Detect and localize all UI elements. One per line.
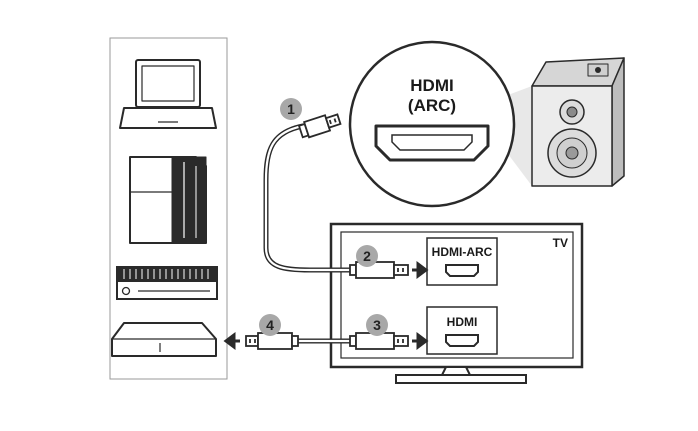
arrow-to-set-top-box <box>223 332 240 350</box>
svg-text:2: 2 <box>363 248 371 264</box>
tv-port-hdmi-arc: HDMI-ARC <box>426 237 498 286</box>
svg-text:1: 1 <box>287 101 295 117</box>
laptop-icon <box>119 59 217 129</box>
step-badge-3: 3 <box>366 314 388 336</box>
svg-text:3: 3 <box>373 317 381 333</box>
speaker-port-label-line2: (ARC) <box>408 96 456 115</box>
speaker-port-label-line1: HDMI <box>410 76 453 95</box>
hdmi-plug-2 <box>349 261 409 279</box>
hdmi-port-icon <box>374 124 490 162</box>
arrow-to-tv-hdmi <box>412 332 429 350</box>
set-top-box-icon <box>111 322 217 357</box>
game-console-vertical-icon <box>129 156 207 244</box>
cable-hdmi <box>223 332 429 350</box>
speaker-icon <box>500 57 625 187</box>
speaker-port-callout: HDMI (ARC) <box>348 40 516 208</box>
tv-port-hdmi: HDMI <box>426 306 498 355</box>
game-console-icon <box>116 266 218 300</box>
step-badge-4: 4 <box>259 314 281 336</box>
tv-label: TV <box>553 236 568 250</box>
cable-hdmi-arc <box>263 113 429 279</box>
source-devices-panel <box>109 37 228 380</box>
arrow-to-tv-arc <box>412 261 429 279</box>
step-badge-2: 2 <box>356 245 378 267</box>
step-badge-1: 1 <box>280 98 302 120</box>
hdmi-plug-1 <box>297 113 342 139</box>
svg-text:4: 4 <box>266 317 274 333</box>
tv-port-hdmi-label: HDMI <box>447 315 478 329</box>
tv-port-hdmi-arc-label: HDMI-ARC <box>432 245 493 259</box>
